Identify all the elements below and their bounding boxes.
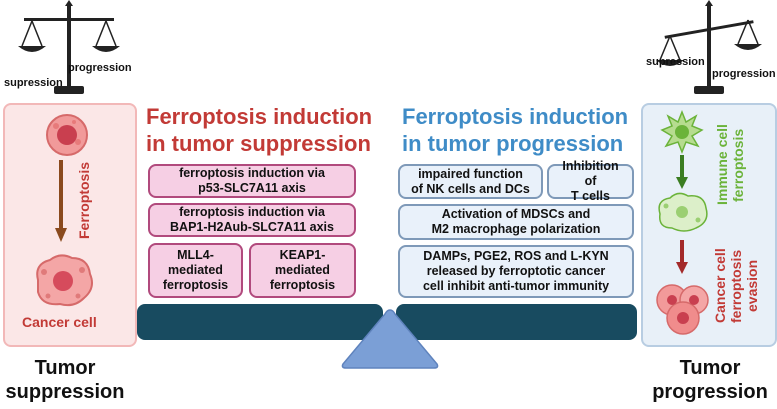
box-line: T cells bbox=[571, 189, 610, 203]
box-line: p53-SLC7A11 axis bbox=[198, 181, 306, 195]
box-line: mediated bbox=[275, 263, 330, 277]
red-down-arrow-icon bbox=[676, 240, 688, 274]
suppression-title: Ferroptosis induction in tumor suppressi… bbox=[146, 103, 372, 157]
box-line: mediated bbox=[168, 263, 223, 277]
tumor-suppression-line2: suppression bbox=[5, 381, 125, 403]
cancer-cell-label: Cancer cell bbox=[22, 314, 97, 330]
tumor-progression-label: Tumor progression bbox=[647, 356, 773, 404]
suppression-title-line2: in tumor suppression bbox=[146, 131, 371, 156]
box-line: impaired function bbox=[418, 166, 523, 181]
box-line: M2 macrophage polarization bbox=[431, 222, 601, 236]
box-line: MLL4- bbox=[177, 248, 214, 262]
progression-title: Ferroptosis induction in tumor progressi… bbox=[402, 103, 628, 157]
box-line: Activation of MDSCs and bbox=[441, 207, 591, 221]
progression-title-line2: in tumor progression bbox=[402, 131, 624, 156]
healthy-cancer-cell-icon bbox=[46, 114, 88, 156]
box-line: ferroptosis induction via bbox=[179, 205, 325, 219]
cancer-cell-cluster-icon bbox=[656, 284, 709, 335]
progression-title-line1: Ferroptosis induction bbox=[402, 104, 629, 129]
box-line: of NK cells and DCs bbox=[411, 181, 530, 196]
cancer-cell-ferroptosis-evasion-label: Cancer cell ferroptosis evasion bbox=[712, 248, 760, 324]
scale-label-suppression-left: supression bbox=[4, 77, 63, 89]
box-line: ferroptosis bbox=[269, 278, 336, 292]
box-line: KEAP1- bbox=[279, 248, 326, 262]
seesaw-plank-right bbox=[396, 304, 637, 340]
balance-scale-icon-right bbox=[656, 0, 762, 94]
scale-label-progression-left: progression bbox=[68, 62, 132, 74]
green-down-arrow-icon bbox=[676, 155, 688, 189]
box-line: released by ferroptotic cancer bbox=[426, 264, 606, 278]
ferroptosis-label: Ferroptosis bbox=[76, 161, 92, 239]
suppression-title-line1: Ferroptosis induction bbox=[146, 104, 373, 129]
tumor-suppression-label: Tumor suppression bbox=[0, 356, 130, 404]
immune-cell-ferroptosis-label: Immune cell ferroptosis bbox=[714, 124, 746, 206]
box-line: BAP1-H2Aub-SLC7A11 axis bbox=[170, 220, 334, 234]
ferroptotic-immune-cell-icon bbox=[658, 192, 708, 232]
box-line: DAMPs, PGE2, ROS and L-KYN bbox=[423, 249, 609, 263]
fulcrum-triangle-icon bbox=[341, 309, 439, 369]
box-line: Inhibition of bbox=[562, 159, 619, 188]
dying-cancer-cell-icon bbox=[36, 254, 93, 307]
balance-scale-icon-left bbox=[18, 0, 120, 94]
seesaw-plank-left bbox=[137, 304, 383, 340]
immune-cell-icon bbox=[660, 110, 704, 154]
box-line: cell inhibit anti-tumor immunity bbox=[422, 279, 610, 293]
ferroptosis-arrow-icon bbox=[55, 160, 67, 242]
tumor-progression-line1: Tumor bbox=[679, 357, 741, 379]
tumor-suppression-line1: Tumor bbox=[34, 357, 96, 379]
scale-label-progression-right: progression bbox=[712, 68, 776, 80]
tumor-progression-line2: progression bbox=[652, 381, 768, 403]
scale-label-suppression-right: supression bbox=[646, 56, 705, 68]
box-line: ferroptosis bbox=[162, 278, 229, 292]
box-line: ferroptosis induction via bbox=[179, 166, 325, 180]
